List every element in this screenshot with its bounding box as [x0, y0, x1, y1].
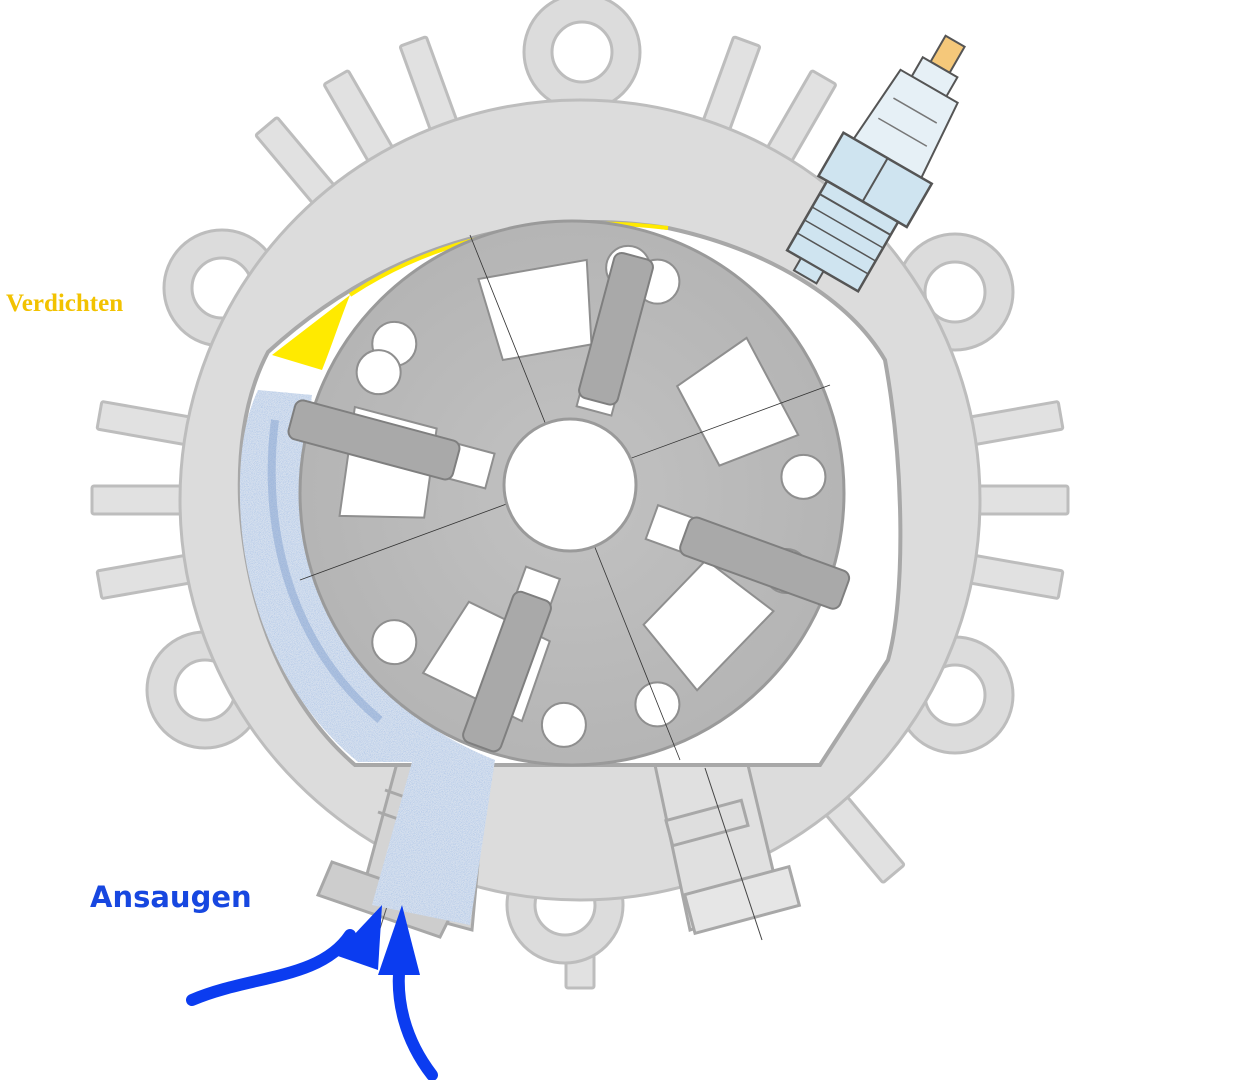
- vane: [679, 516, 851, 610]
- rotor-window: [642, 558, 775, 692]
- spark-plug-icon: [785, 34, 966, 293]
- intake-arrow-icon: [186, 905, 438, 1081]
- mounting-hole: [923, 260, 987, 324]
- rotor: [298, 219, 846, 767]
- exhaust-port: [653, 763, 802, 941]
- compression-zone: [272, 295, 350, 370]
- rotor-hole: [540, 701, 587, 748]
- vane: [462, 590, 552, 753]
- rotor-hole: [780, 453, 827, 500]
- rotor-shaft-bore: [502, 417, 638, 553]
- mounting-hole: [550, 20, 614, 84]
- vane: [578, 251, 654, 406]
- intake-label: Ansaugen: [90, 880, 252, 914]
- rotor-hole: [355, 349, 402, 396]
- vane: [287, 399, 461, 481]
- compression-label: Verdichten: [6, 290, 124, 317]
- vanes: [287, 251, 851, 753]
- rotor-hole: [371, 619, 418, 666]
